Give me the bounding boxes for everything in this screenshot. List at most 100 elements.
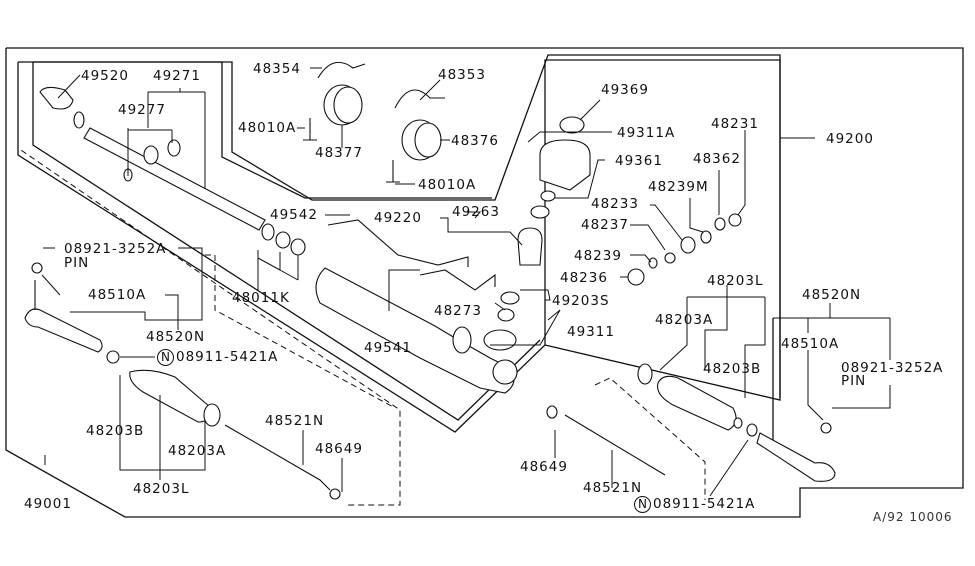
label-48203L-right: 48203L [707,273,764,289]
label-49277: 49277 [118,102,166,118]
ring-48362 [714,217,726,231]
label-48203L-left: 48203L [133,481,190,497]
o-ring-48273 [500,291,520,305]
insulator-48377-inner [333,86,363,124]
n-symbol-icon: N [157,349,174,366]
label-48521N-left: 48521N [265,413,325,429]
inner-tie-rod-right [564,414,666,476]
nut-48231 [728,213,742,227]
gear-housing [315,267,515,394]
o-ring-48239M [700,230,712,244]
label-48362: 48362 [693,151,741,167]
label-48203B-right: 48203B [703,361,762,377]
label-pin-right: PIN [841,373,867,389]
boundary-dashed-right [594,377,706,500]
label-48231: 48231 [711,116,759,132]
bolt-48010A-1 [303,118,317,141]
seal-49361 [540,190,556,202]
housing-port [492,359,518,385]
inner-tie-rod-left [224,424,331,491]
label-08921-right: 08921-3252A [841,360,944,376]
label-49541: 49541 [364,340,412,356]
seal-49263 [530,205,550,219]
label-49263: 49263 [452,204,500,220]
label-08911-left-text: 08911-5421A [176,349,279,365]
label-49200: 49200 [826,131,874,147]
rack-bar [83,127,266,231]
label-48354: 48354 [253,61,301,77]
label-48376: 48376 [451,133,499,149]
clamp-48354 [317,61,366,79]
catalog-code: A/92 10006 [873,510,953,524]
label-48239M: 48239M [648,179,709,195]
label-49542: 49542 [270,207,318,223]
label-48520N-left: 48520N [146,329,206,345]
label-48521N-right: 48521N [583,480,643,496]
label-48236: 48236 [560,270,608,286]
nut-48510A-right [820,422,832,434]
label-48203A-left: 48203A [168,443,227,459]
clamp-48353 [394,89,445,109]
label-49311A: 49311A [617,125,676,141]
seal-49203S [497,308,515,322]
label-08911-right-text: 08911-5421A [653,496,756,512]
hose-49541 [419,269,496,291]
n-symbol-icon: N [634,496,651,513]
label-48010A-2: 48010A [418,177,477,193]
label-pin-left: PIN [64,255,90,271]
yoke-48236 [627,268,645,286]
clamp-48203B-right [733,417,743,429]
seal-48011K-c [290,238,306,256]
bolt-48010A-2 [386,160,400,183]
spring-48237 [664,252,676,264]
nut-08911-left [106,350,120,364]
seal-48011K-a [261,223,275,241]
assembly-frame-49200-border [18,54,781,398]
label-08921-left: 08921-3252A [64,241,167,257]
tie-rod-end-left [24,308,103,353]
housing-flange [483,329,517,351]
label-48203A-right: 48203A [655,312,714,328]
insulator-48376-inner [414,122,442,158]
pinion-valve [517,227,543,266]
boundary-dashed-mid [205,254,396,409]
label-49361: 49361 [615,153,663,169]
leader-lines [41,67,891,497]
housing-fitting [452,326,472,354]
o-ring-48239 [648,257,658,269]
hose-49542 [327,219,469,267]
nut-48510A-left [31,262,43,274]
lock-washer-48649-right [546,405,558,419]
seal-ring [73,111,85,129]
label-48010A-1: 48010A [238,120,297,136]
assembly-frame-49271-top [33,61,492,199]
label-48237: 48237 [581,217,629,233]
lock-washer-48649-left [329,488,341,500]
tie-rod-end-right [756,432,836,482]
label-48239: 48239 [574,248,622,264]
label-48649-left: 48649 [315,441,363,457]
rack-tube [39,86,74,110]
label-48353: 48353 [438,67,486,83]
plug-48233 [680,236,696,254]
label-48510A-left: 48510A [88,287,147,303]
label-48011K: 48011K [232,290,290,306]
label-49520: 49520 [81,68,129,84]
label-49369: 49369 [601,82,649,98]
clamp-48203A-right [637,363,653,385]
label-49271: 49271 [153,68,201,84]
label-49220: 49220 [374,210,422,226]
boundary-dashed-left [17,82,401,506]
label-48233: 48233 [591,196,639,212]
label-48203B-left: 48203B [86,423,145,439]
boot-48203B-right [657,375,737,431]
label-49001: 49001 [24,496,72,512]
cap-49369 [559,116,585,134]
bushing-49277 [143,145,159,165]
nut-08911-right [746,423,758,437]
clamp-48203A-left [203,403,221,427]
label-48649-right: 48649 [520,459,568,475]
